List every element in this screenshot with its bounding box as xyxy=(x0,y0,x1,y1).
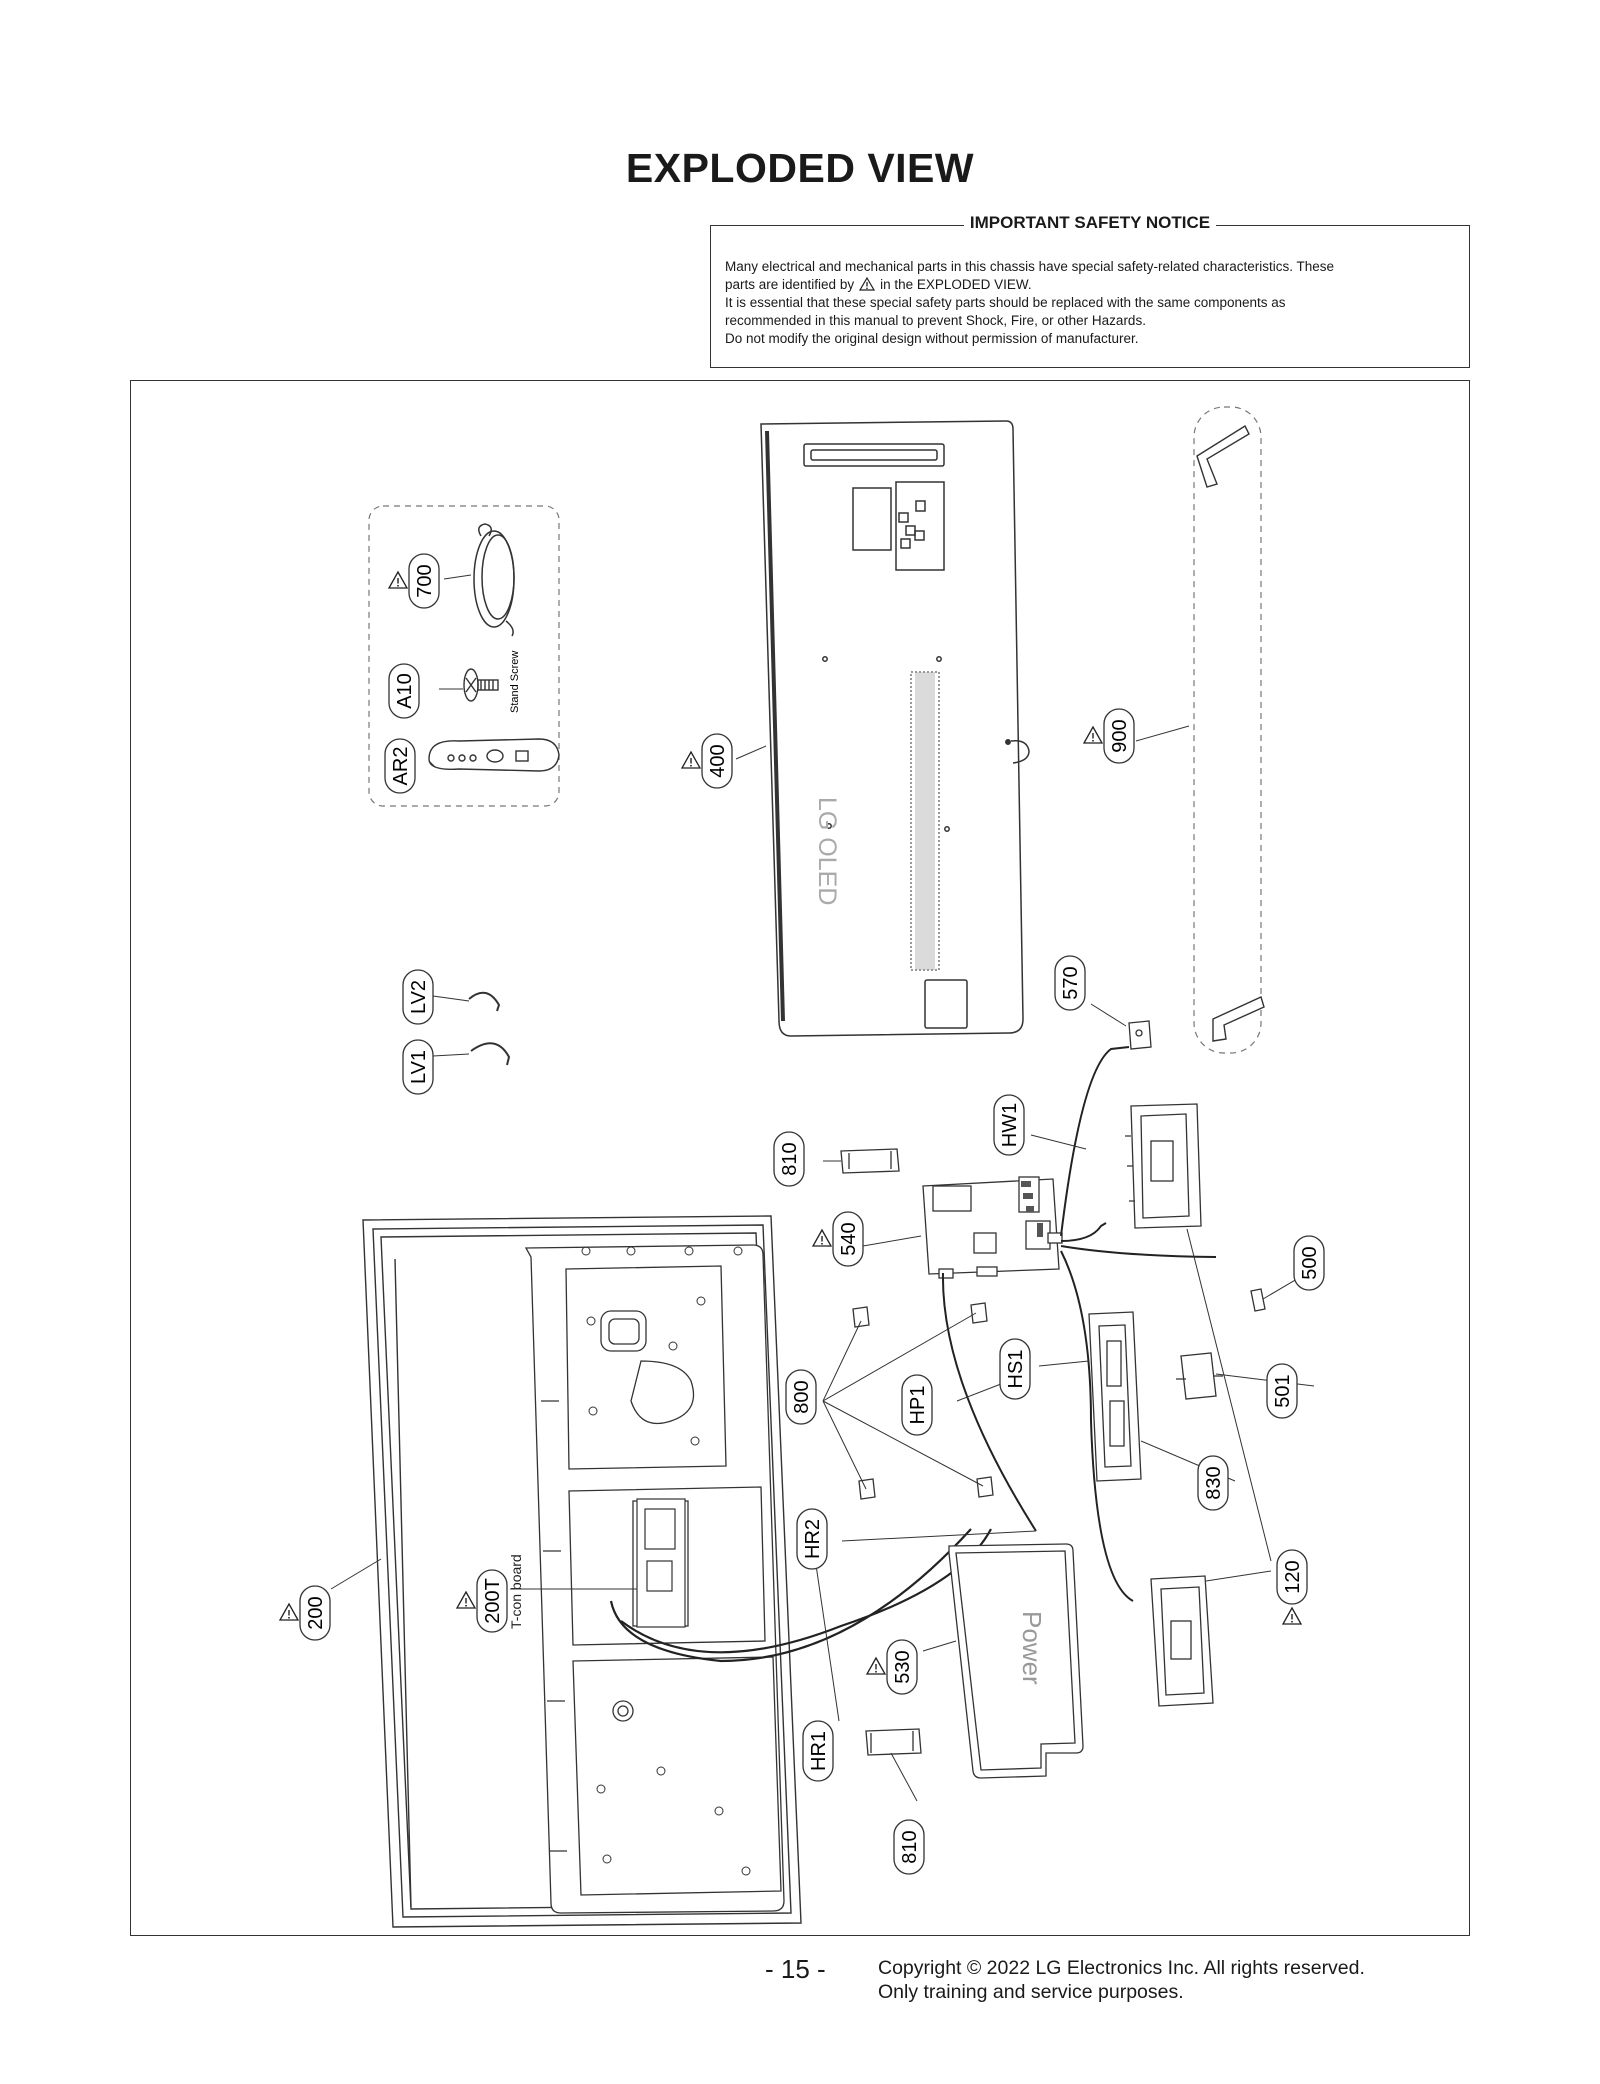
svg-text:HP1: HP1 xyxy=(907,1386,929,1425)
svg-text:200T: 200T xyxy=(482,1578,504,1624)
power-board-label: Power xyxy=(1017,1611,1047,1685)
svg-text:800: 800 xyxy=(791,1380,813,1413)
svg-text:HR1: HR1 xyxy=(808,1731,830,1771)
tcon-board-drawing xyxy=(636,1498,686,1628)
purpose-line: Only training and service purposes. xyxy=(878,1981,1184,2003)
speaker-bottom-drawing xyxy=(1150,1575,1214,1707)
svg-text:LV2: LV2 xyxy=(408,980,430,1014)
svg-text:LV1: LV1 xyxy=(408,1050,430,1084)
safety-notice-heading: IMPORTANT SAFETY NOTICE xyxy=(963,213,1217,232)
lv-cables-drawing xyxy=(468,991,511,1066)
svg-text:700: 700 xyxy=(414,564,436,597)
svg-text:A10: A10 xyxy=(394,673,416,709)
stand-screw-drawing xyxy=(463,668,499,702)
svg-text:810: 810 xyxy=(899,1830,921,1863)
part-label-400: 400 xyxy=(681,733,733,789)
svg-text:501: 501 xyxy=(1272,1374,1294,1407)
part-label-810-bottom: 810 xyxy=(893,1819,925,1875)
main-board-drawing xyxy=(922,1176,1063,1279)
part-label-570: 570 xyxy=(1054,955,1086,1011)
safety-notice-box: IMPORTANT SAFETY NOTICE Many electrical … xyxy=(710,213,1470,368)
part-label-LV1: LV1 xyxy=(402,1039,434,1095)
part-label-800: 800 xyxy=(785,1369,817,1425)
part-label-LV2: LV2 xyxy=(402,969,434,1025)
accessory-group-outline xyxy=(368,505,560,807)
part-label-830: 830 xyxy=(1197,1455,1229,1511)
speaker-top-drawing xyxy=(1125,1103,1202,1229)
part-label-900: 900 xyxy=(1083,708,1135,764)
part-label-HP1: HP1 xyxy=(901,1374,933,1436)
part-label-120: 120 xyxy=(1276,1549,1308,1625)
part-label-540: 540 xyxy=(812,1211,864,1267)
notice-line: recommended in this manual to prevent Sh… xyxy=(725,313,1146,328)
power-board-drawing xyxy=(948,1543,1084,1779)
part-label-HW1: HW1 xyxy=(993,1094,1025,1156)
part-label-810-top: 810 xyxy=(773,1131,805,1187)
svg-text:500: 500 xyxy=(1299,1246,1321,1279)
part-label-HR1: HR1 xyxy=(802,1720,834,1782)
main-board-cables xyxy=(941,1046,1217,1602)
copyright-line: Copyright © 2022 LG Electronics Inc. All… xyxy=(878,1957,1365,1979)
lg-oled-logo: LG OLED xyxy=(813,797,841,905)
part-label-HR2: HR2 xyxy=(796,1508,828,1570)
power-cord-drawing xyxy=(473,523,515,637)
svg-text:810: 810 xyxy=(779,1142,801,1175)
svg-text:HS1: HS1 xyxy=(1005,1350,1027,1389)
remote-control-drawing xyxy=(428,738,560,772)
bracket-810-bottom-drawing xyxy=(865,1728,922,1756)
exploded-view-drawing: LG OLED T-con board xyxy=(279,406,1325,1928)
notice-line: Many electrical and mechanical parts in … xyxy=(725,259,1335,274)
back-cover-drawing xyxy=(760,420,1030,1037)
warning-triangle-icon xyxy=(859,277,876,291)
stand-foot-bottom-drawing xyxy=(1212,996,1265,1042)
part-label-A10: A10 xyxy=(388,663,420,719)
leader-lines xyxy=(330,574,1320,1802)
footer-copyright: Copyright © 2022 LG Electronics Inc. All… xyxy=(878,1956,1365,2004)
page-number: - 15 - xyxy=(765,1954,826,1984)
stand-bracket-830-drawing xyxy=(1088,1311,1142,1482)
stand-foot-top-drawing xyxy=(1196,424,1250,488)
svg-text:AR2: AR2 xyxy=(390,747,412,786)
stand-screw-label: Stand Screw xyxy=(509,651,521,713)
part-label-500: 500 xyxy=(1293,1235,1325,1291)
clip-800-drawing xyxy=(852,1302,994,1500)
back-cover-vent-grille xyxy=(910,671,940,971)
svg-text:HW1: HW1 xyxy=(999,1103,1021,1147)
part-label-HS1: HS1 xyxy=(999,1338,1031,1400)
svg-text:540: 540 xyxy=(838,1222,860,1255)
part-label-530: 530 xyxy=(866,1639,918,1695)
svg-text:120: 120 xyxy=(1282,1560,1304,1593)
ir-board-570-drawing xyxy=(1128,1020,1152,1050)
part-label-200: 200 xyxy=(279,1585,331,1641)
page-title: EXPLODED VIEW xyxy=(625,145,975,191)
bracket-501-drawing xyxy=(1176,1352,1223,1400)
part-label-501: 501 xyxy=(1266,1363,1298,1419)
svg-text:HR2: HR2 xyxy=(802,1519,824,1559)
svg-text:200: 200 xyxy=(305,1596,327,1629)
svg-text:830: 830 xyxy=(1203,1466,1225,1499)
tcon-board-label: T-con board xyxy=(508,1554,524,1629)
svg-text:530: 530 xyxy=(892,1650,914,1683)
svg-text:400: 400 xyxy=(707,744,729,777)
bracket-810-top-drawing xyxy=(840,1148,900,1174)
clip-500-drawing xyxy=(1250,1288,1266,1312)
svg-text:570: 570 xyxy=(1060,966,1082,999)
safety-notice-text: Many electrical and mechanical parts in … xyxy=(725,258,1455,348)
part-label-200T: 200T xyxy=(456,1569,508,1633)
part-label-700: 700 xyxy=(388,553,440,609)
exploded-view-diagram: LG OLED T-con board xyxy=(130,380,1470,1936)
svg-text:900: 900 xyxy=(1109,719,1131,752)
notice-line: It is essential that these special safet… xyxy=(725,295,1286,310)
notice-line: Do not modify the original design withou… xyxy=(725,331,1139,346)
part-label-AR2: AR2 xyxy=(384,738,416,794)
stand-group-outline xyxy=(1193,406,1262,1054)
